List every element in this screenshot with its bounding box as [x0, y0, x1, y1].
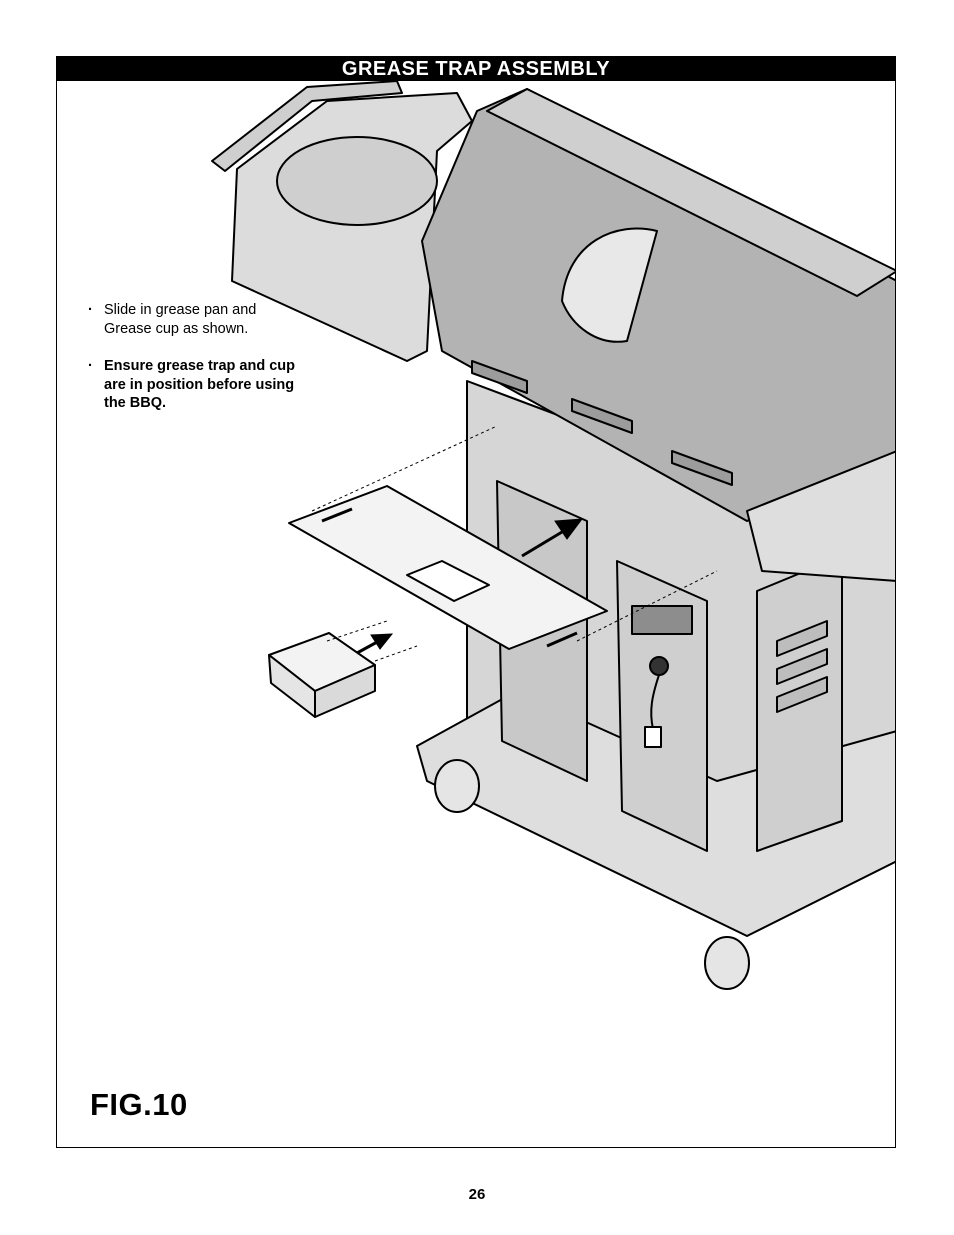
figure-frame: GREASE TRAP ASSEMBLY: [56, 56, 896, 1148]
vent-slot: [776, 648, 828, 685]
insert-arrow: [356, 639, 380, 655]
vent-slot: [776, 620, 828, 657]
grease-pan-handle: [546, 631, 578, 648]
left-shelf-burner-ring: [276, 136, 438, 226]
grease-cup-side: [314, 664, 376, 718]
lid-handle-slot: [571, 398, 633, 434]
left-shelf-handle: [211, 81, 403, 172]
instruction-item: Ensure grease trap and cup are in positi…: [85, 357, 305, 413]
bbq-grill-illustration: [211, 81, 895, 990]
power-cord: [650, 674, 660, 730]
guide-line: [576, 570, 718, 642]
guide-line: [311, 425, 498, 512]
instructions: Slide in grease pan and Grease cup as sh…: [85, 301, 305, 432]
vent-slot: [776, 676, 828, 713]
insert-arrow: [521, 527, 568, 558]
page-number: 26: [468, 1186, 486, 1203]
lid-top: [486, 88, 895, 297]
thermometer-window: [561, 227, 658, 343]
figure-label: FIG.10: [90, 1087, 188, 1122]
power-plug: [644, 726, 662, 748]
guide-line: [374, 645, 418, 662]
front-left-wheel: [434, 759, 480, 813]
control-panel-door: [616, 560, 708, 852]
igniter-knob: [649, 656, 669, 676]
section-title: GREASE TRAP ASSEMBLY: [57, 57, 895, 81]
grease-pan-handle: [321, 507, 353, 523]
guide-line: [326, 620, 388, 642]
grease-pan-opening: [406, 560, 490, 602]
lid-handle-slot: [671, 450, 733, 486]
insert-arrow-head: [554, 518, 584, 540]
right-side-shelf: [746, 450, 895, 582]
power-outlet: [631, 605, 693, 635]
lid-handle-slot: [471, 360, 528, 394]
front-right-wheel: [704, 936, 750, 990]
instruction-item: Slide in grease pan and Grease cup as sh…: [85, 301, 305, 338]
insert-arrow-head: [370, 633, 394, 650]
